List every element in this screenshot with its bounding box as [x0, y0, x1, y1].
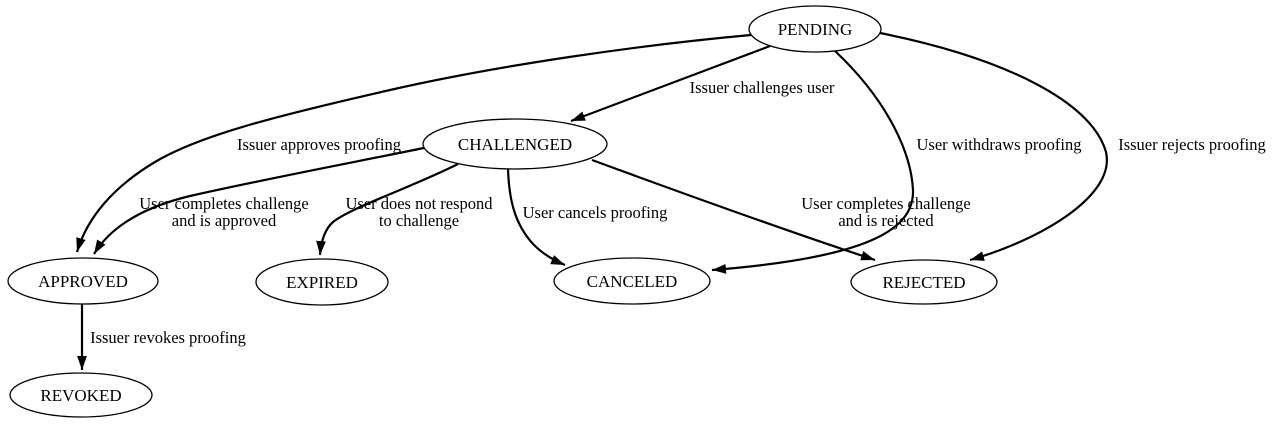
- node-canceled-ellipse: [553, 257, 711, 305]
- node-expired-ellipse: [255, 258, 389, 306]
- node-approved: APPROVED: [7, 257, 159, 305]
- edge-label-user-completes-challenge-approved-line2: and is approved: [172, 211, 277, 230]
- node-rejected-label: REJECTED: [882, 273, 965, 292]
- node-expired: EXPIRED: [255, 258, 389, 306]
- node-expired-label: EXPIRED: [286, 273, 358, 292]
- node-pending: PENDING: [748, 5, 882, 53]
- node-challenged-label: CHALLENGED: [458, 135, 572, 154]
- edge-label-issuer-rejects-proofing: Issuer rejects proofing: [1118, 135, 1266, 154]
- edge-label-user-withdraws-proofing: User withdraws proofing: [917, 135, 1082, 154]
- edge-challenged-approved: [93, 146, 425, 255]
- edge-label-user-does-not-respond-line1: User does not respond: [345, 194, 493, 213]
- node-revoked: REVOKED: [9, 372, 153, 418]
- node-pending-label: PENDING: [778, 20, 853, 39]
- node-canceled-label: CANCELED: [587, 272, 678, 291]
- node-rejected: REJECTED: [850, 259, 998, 305]
- edge-pending-challenged: [570, 44, 771, 123]
- edge-label-user-completes-challenge-rejected-line1: User completes challenge: [801, 194, 971, 213]
- edge-label-issuer-challenges-user: Issuer challenges user: [690, 78, 835, 97]
- node-revoked-ellipse: [9, 372, 153, 418]
- edge-pending-rejected: [879, 31, 1108, 262]
- edge-label-issuer-approves-proofing: Issuer approves proofing: [237, 135, 401, 154]
- edge-label-user-does-not-respond-line2: to challenge: [379, 211, 459, 230]
- node-revoked-label: REVOKED: [40, 386, 121, 405]
- edge-label-user-cancels-proofing: User cancels proofing: [523, 203, 668, 222]
- edge-label-user-completes-challenge-approved-line1: User completes challenge: [139, 194, 309, 213]
- node-challenged-ellipse: [422, 118, 608, 170]
- edge-challenged-expired: [316, 163, 459, 256]
- edge-challenged-rejected: [591, 158, 876, 262]
- node-canceled: CANCELED: [553, 257, 711, 305]
- node-approved-label: APPROVED: [38, 272, 128, 291]
- node-pending-ellipse: [748, 5, 882, 53]
- edge-pending-canceled: [711, 50, 915, 274]
- edge-pending-approved: [75, 33, 752, 253]
- node-rejected-ellipse: [850, 259, 998, 305]
- edge-label-issuer-revokes-proofing: Issuer revokes proofing: [90, 328, 246, 347]
- node-challenged: CHALLENGED: [422, 118, 608, 170]
- node-approved-ellipse: [7, 257, 159, 305]
- edge-challenged-canceled: [506, 168, 566, 267]
- edge-label-user-completes-challenge-rejected-line2: and is rejected: [838, 211, 934, 230]
